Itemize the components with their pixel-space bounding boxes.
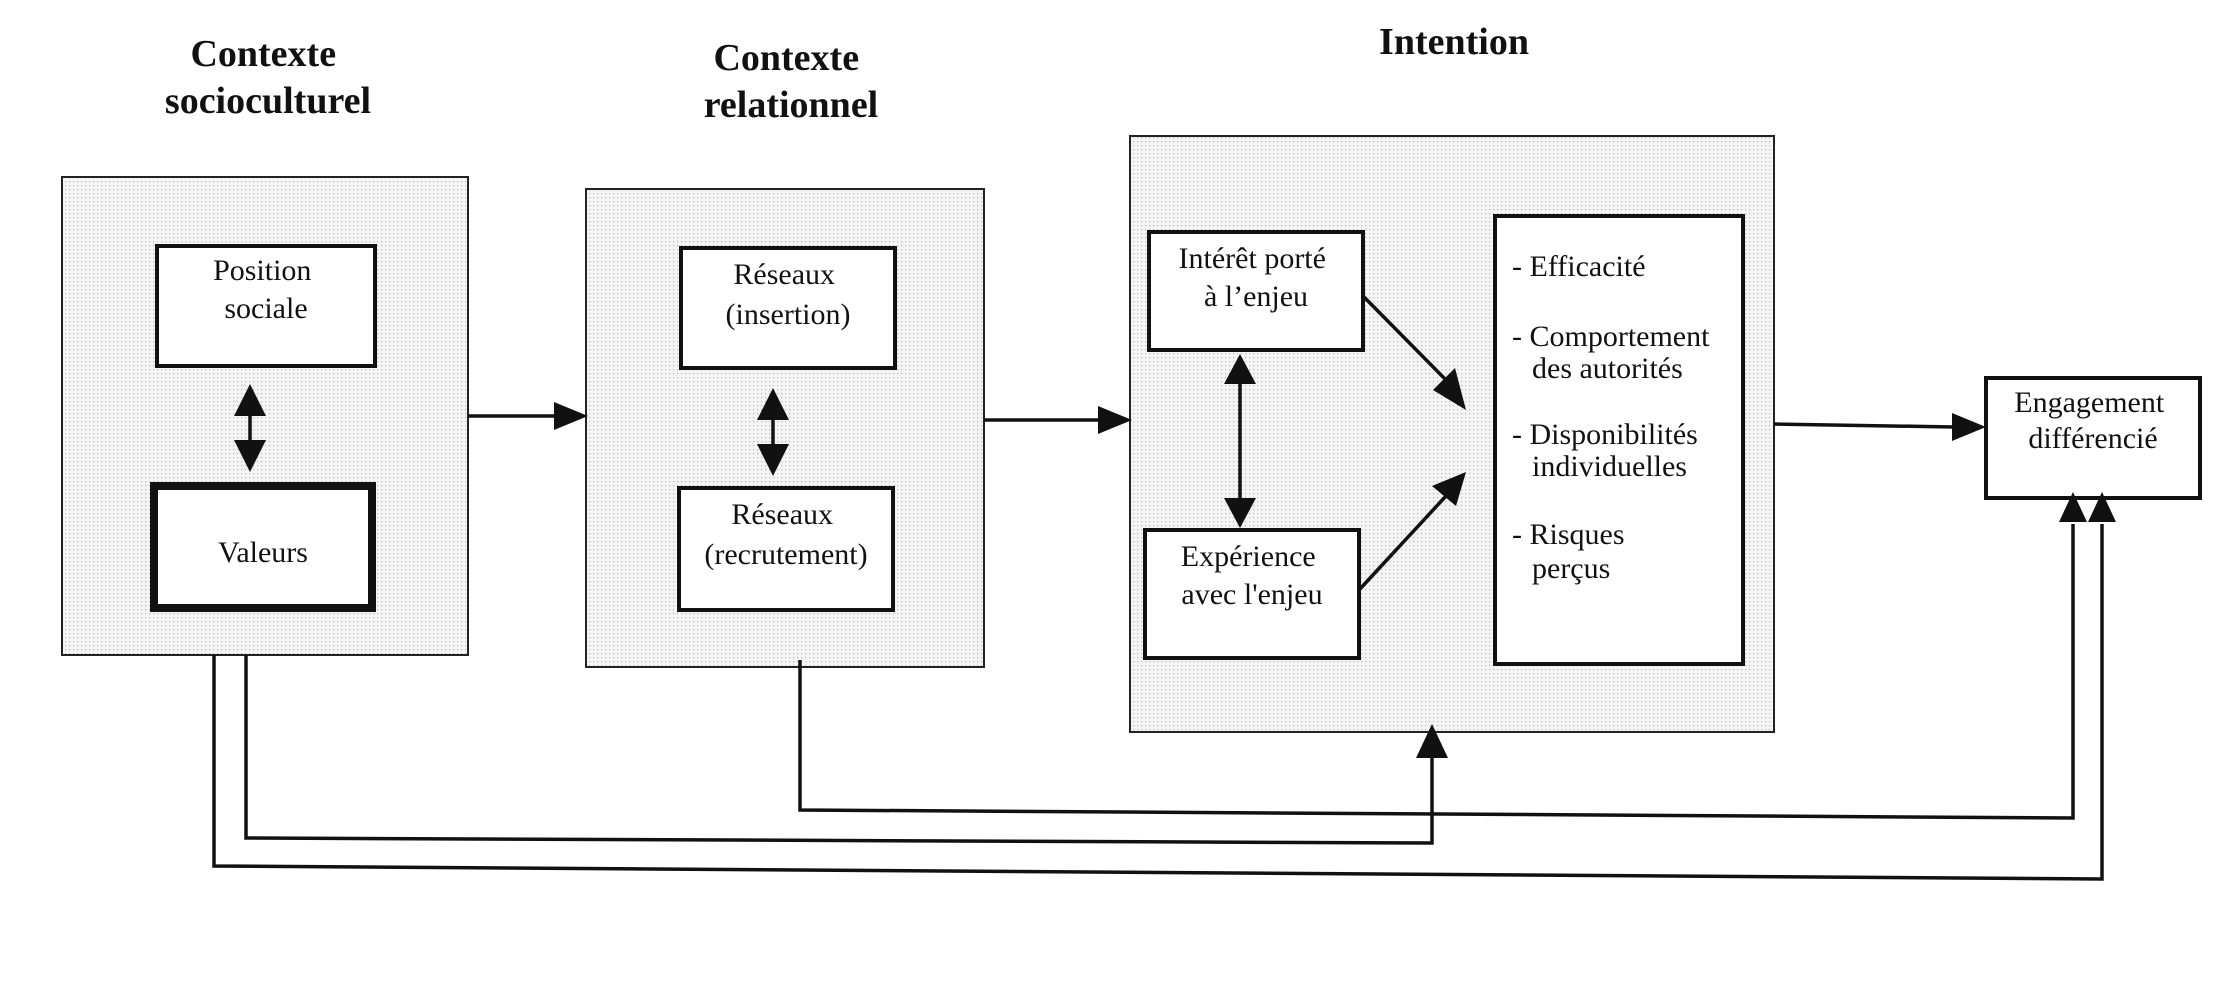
factor-efficacite: - Efficacité xyxy=(1512,250,1646,283)
box-position-sociale xyxy=(155,244,377,368)
label-engagement-differencie: Engagement différencié xyxy=(2014,386,2171,455)
box-interet-enjeu xyxy=(1147,230,1365,352)
arrow-interet-to-factors xyxy=(1361,294,1466,410)
box-experience-enjeu xyxy=(1143,528,1361,660)
box-reseaux-insertion xyxy=(679,246,897,370)
label-reseaux-insertion: Réseaux (insertion) xyxy=(726,258,851,331)
box-factors xyxy=(1493,214,1745,666)
line-recrutement-to-engagement xyxy=(798,492,2087,820)
heading-contexte-relationnel: Contexte relationnel xyxy=(704,37,879,126)
box-engagement-differencie xyxy=(1984,376,2202,500)
label-reseaux-recrutement: Réseaux (recrutement) xyxy=(704,498,867,571)
factor-risques-percus: - Risques perçus xyxy=(1512,518,1632,585)
arrow-intention-to-engagement xyxy=(1773,413,1986,441)
label-valeurs: Valeurs xyxy=(218,536,308,569)
factor-disponibilites-individuelles: - Disponibilités individuelles xyxy=(1512,418,1705,483)
box-valeurs xyxy=(150,482,376,612)
arrow-relationnel-to-intention xyxy=(984,406,1132,434)
label-experience-enjeu: Expérience avec l'enjeu xyxy=(1181,540,1323,611)
box-reseaux-recrutement xyxy=(677,486,895,612)
arrow-position-valeurs xyxy=(234,384,266,472)
arrow-interet-experience xyxy=(1224,354,1256,528)
arrow-insertion-recrutement xyxy=(757,388,789,476)
line-valeurs-to-intention xyxy=(244,655,1448,845)
label-position-sociale: Position sociale xyxy=(213,254,319,325)
line-socioculturel-to-engagement xyxy=(212,492,2116,881)
label-interet-enjeu: Intérêt porté à l’enjeu xyxy=(1179,242,1334,313)
heading-contexte-socioculturel: Contexte socioculturel xyxy=(165,33,371,122)
factor-comportement-autorites: - Comportement des autorités xyxy=(1512,320,1717,385)
heading-intention: Intention xyxy=(1379,21,1529,63)
arrow-socioculturel-to-relationnel xyxy=(468,402,588,430)
arrow-experience-to-factors xyxy=(1357,472,1466,592)
